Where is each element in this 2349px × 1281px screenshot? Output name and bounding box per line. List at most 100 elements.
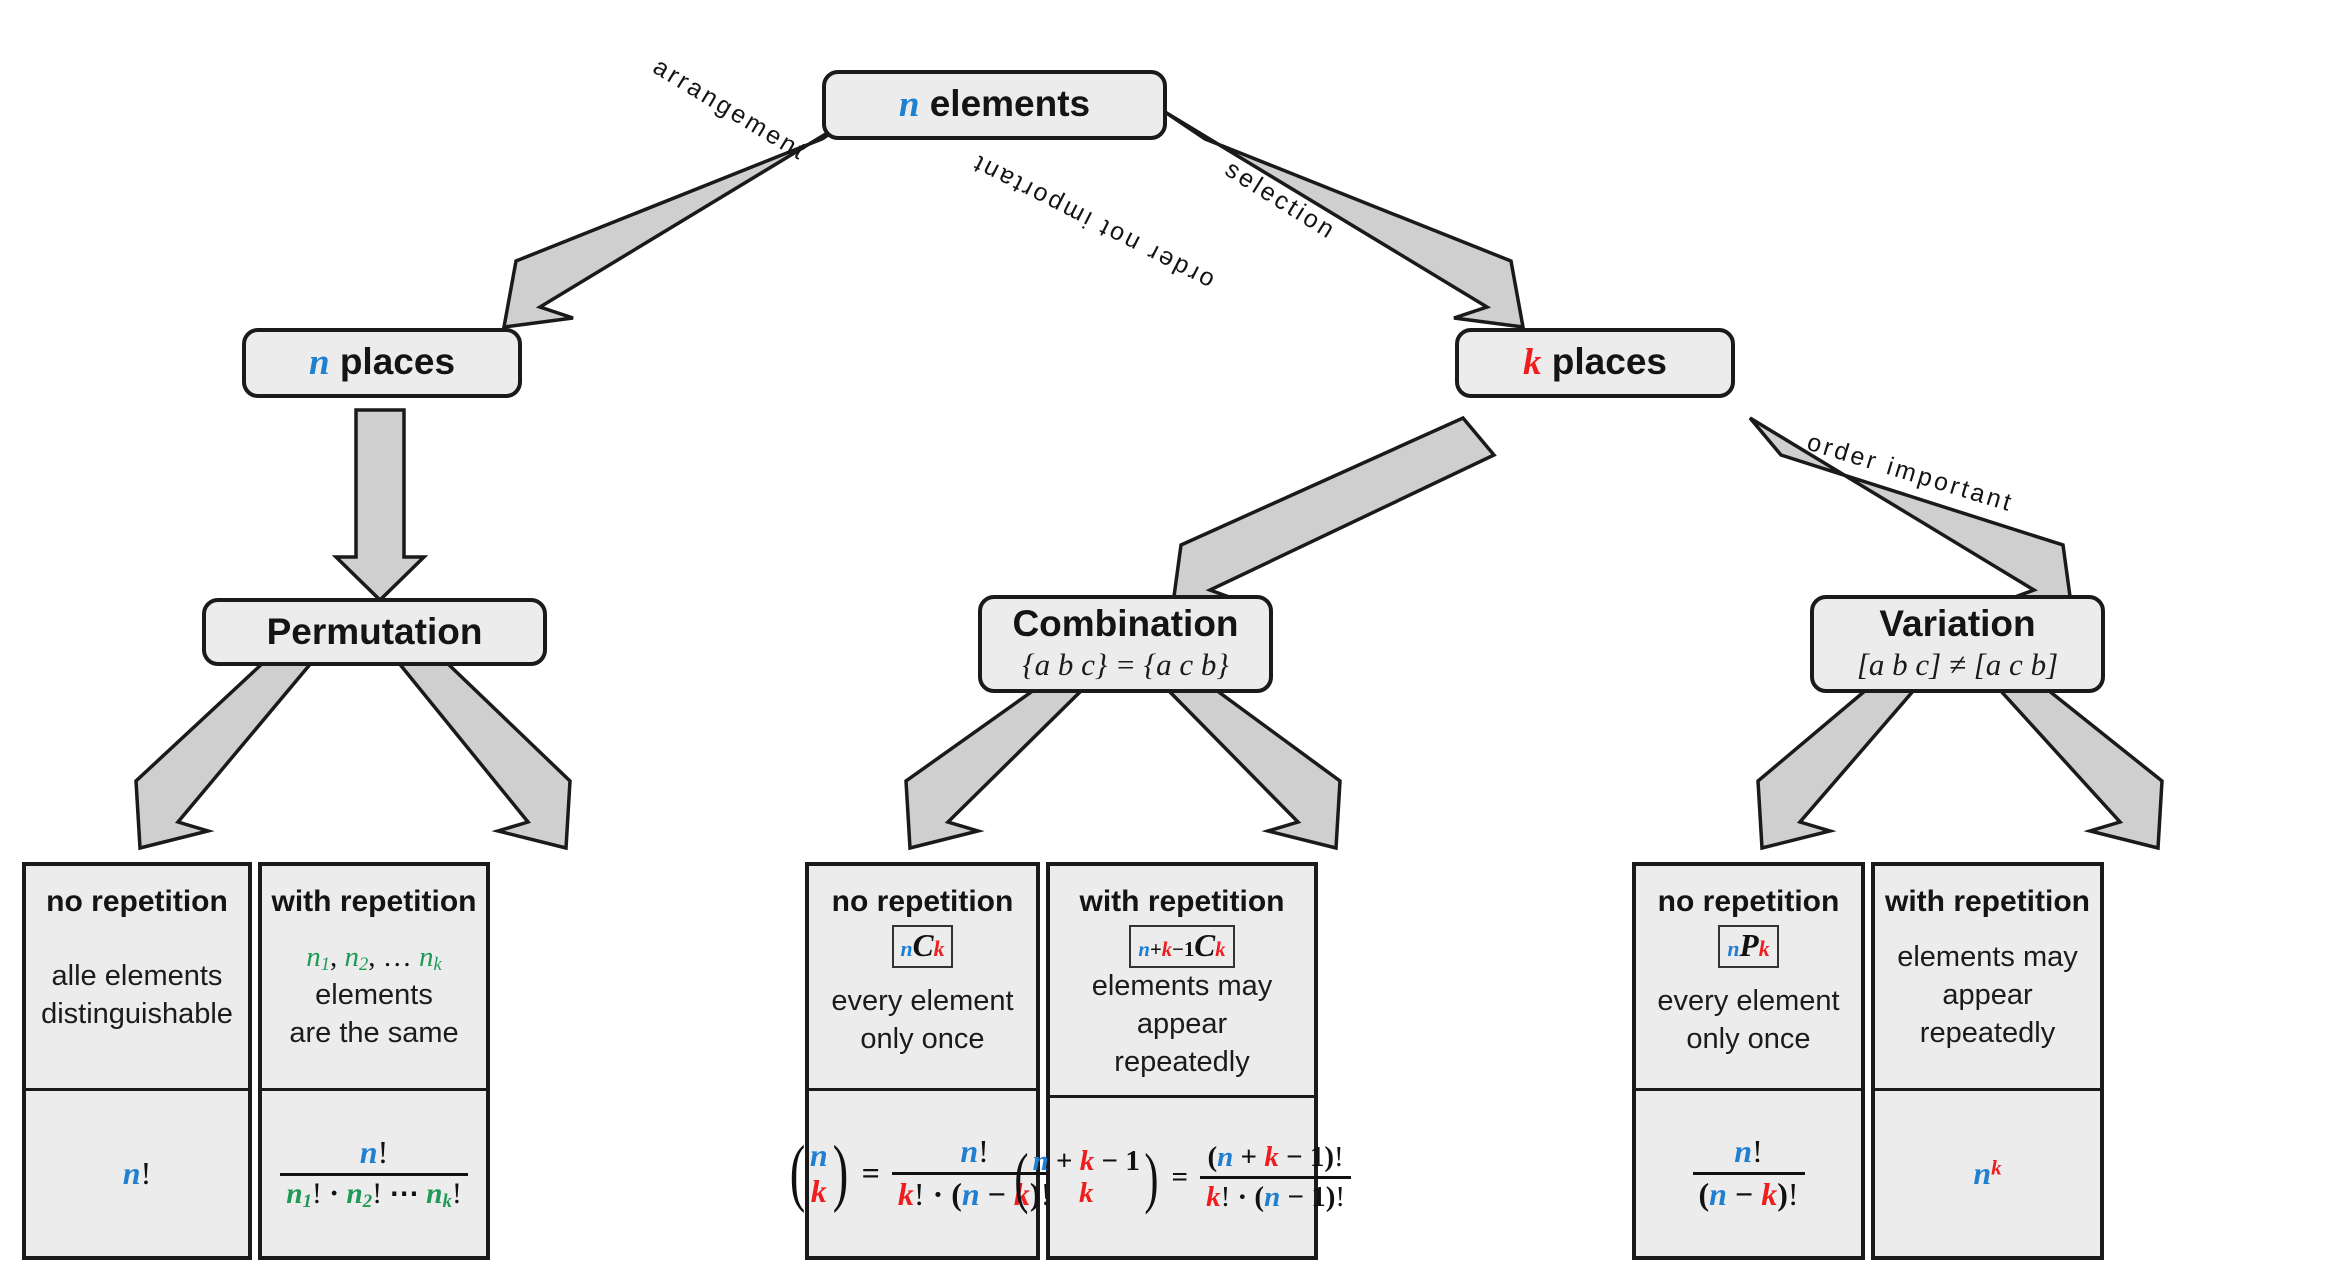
notation-npkm1Ck: n+k−1Ck <box>1129 925 1235 969</box>
card-variation-no-repetition[interactable]: no repetition nPk every element only onc… <box>1632 862 1865 1260</box>
desc-line-1: n1, n2, … nk elements <box>306 941 442 1012</box>
desc-line-2: repeatedly <box>1919 1016 2056 1049</box>
node-n-places[interactable]: n places <box>242 328 522 398</box>
card-top: with repetition n+k−1Ck elements may app… <box>1050 866 1314 1099</box>
numerator: n! <box>1734 1133 1763 1170</box>
fraction: (n + k − 1)! k! · (n − 1)! <box>1200 1141 1352 1213</box>
notation-sub-k: k <box>1758 937 1770 961</box>
notation-sub-k: k <box>1215 939 1226 961</box>
card-combination-no-repetition[interactable]: no repetition nCk every element only onc… <box>790 862 1058 1260</box>
arrow-variation-left <box>1756 688 1918 851</box>
variable-nk: nk <box>419 941 442 976</box>
card-formula: ( n + k − 1 k ) = (n + k − 1)! k! · (n −… <box>1014 1098 1352 1256</box>
desc-line-1: elements may appear <box>1897 941 2078 1012</box>
card-top: no repetition nPk every element only onc… <box>1636 866 1861 1091</box>
variable-n: n <box>308 342 330 384</box>
card-combination-with-repetition[interactable]: with repetition n+k−1Ck elements may app… <box>1014 862 1352 1260</box>
arrow-order-important <box>1748 416 2075 614</box>
paren-right: ) <box>1144 1138 1159 1215</box>
denominator: k! · (n − k)! <box>891 1172 1058 1213</box>
card-formula: ( n k ) = n! k! · (n − k)! <box>790 1091 1058 1256</box>
binom-bottom: k <box>1078 1177 1094 1210</box>
arrow-combination-left <box>904 688 1087 851</box>
edge-label-order-not-important: order not important <box>966 148 1219 296</box>
card-header: no repetition <box>1657 885 1840 918</box>
arrow-variation-right <box>1996 688 2164 851</box>
arrow-permutation-right <box>394 660 572 851</box>
node-permutation[interactable]: Permutation <box>202 598 547 666</box>
notation-sub-n: n <box>900 937 913 961</box>
arrow-permutation-left <box>134 660 316 851</box>
notation-C: C <box>912 928 934 963</box>
edge-label-order-important: order important <box>1803 428 2018 518</box>
node-variation[interactable]: Variation [a b c] ≠ [a c b] <box>1810 595 2105 693</box>
binom-top: n <box>809 1136 828 1173</box>
arrow-selection <box>1164 110 1526 330</box>
binomial-coefficient: ( n + k − 1 k ) <box>1010 1138 1163 1215</box>
node-n-places-text: places <box>339 341 456 383</box>
node-n-places-label: n places <box>308 341 456 384</box>
denominator: n1! · n2! ⋯ nk! <box>280 1172 468 1212</box>
card-top: no repetition nCk every element only onc… <box>809 866 1036 1091</box>
node-permutation-title: Permutation <box>266 610 483 652</box>
binomial-coefficient: ( n k ) <box>785 1131 853 1215</box>
card-header: no repetition <box>46 885 228 918</box>
card-description: alle elements distinguishable <box>31 918 243 1088</box>
fraction: n! n1! · n2! ⋯ nk! <box>280 1134 468 1212</box>
card-formula: nk <box>1875 1091 2100 1256</box>
notation-sub-n: n <box>1727 937 1740 961</box>
node-variation-title: Variation <box>1879 603 2036 645</box>
card-description: every element only once <box>821 968 1023 1088</box>
desc-line-2: only once <box>860 1023 985 1056</box>
factorial-sign: ! <box>140 1155 152 1191</box>
card-header: with repetition <box>1885 885 2090 918</box>
node-k-places-text: places <box>1551 341 1667 383</box>
edge-label-selection: selection <box>1220 155 1342 246</box>
fraction: n! (n − k)! <box>1692 1133 1805 1213</box>
desc-word-elements: elements <box>315 979 433 1012</box>
notation-nCk: nCk <box>891 925 954 969</box>
card-header: with repetition <box>1079 885 1285 918</box>
node-k-places-label: k places <box>1523 341 1667 383</box>
numerator: (n + k − 1)! <box>1207 1141 1344 1174</box>
notation-subscript: n+k−1 <box>1138 939 1195 961</box>
card-description: every element only once <box>1647 968 1849 1088</box>
desc-line-2: only once <box>1686 1023 1811 1056</box>
card-permutation-with-repetition[interactable]: with repetition n1, n2, … nk elements ar… <box>258 862 490 1260</box>
card-formula: n! (n − k)! <box>1636 1091 1861 1256</box>
card-formula: n! n1! · n2! ⋯ nk! <box>262 1091 486 1256</box>
desc-line-2: repeatedly <box>1114 1045 1250 1078</box>
node-combination-subtitle: {a b c} = {a c b} <box>1022 646 1229 682</box>
desc-line-1: elements may appear <box>1091 970 1273 1040</box>
node-k-places[interactable]: k places <box>1455 328 1735 398</box>
numerator: n! <box>960 1133 989 1170</box>
card-description: elements may appear repeatedly <box>1875 918 2100 1088</box>
binom-top: n + k − 1 <box>1032 1144 1140 1177</box>
node-n-elements[interactable]: n elements <box>822 70 1167 140</box>
notation-sub-k: k <box>933 937 945 961</box>
arrow-n-places-to-permutation <box>331 408 429 603</box>
variable-n: n <box>1973 1155 1992 1191</box>
card-header: no repetition <box>831 885 1014 918</box>
card-description: n1, n2, … nk elements are the same <box>262 918 486 1088</box>
node-variation-subtitle: [a b c] ≠ [a c b] <box>1856 646 2059 682</box>
notation-C: C <box>1194 928 1216 963</box>
card-variation-with-repetition[interactable]: with repetition elements may appear repe… <box>1871 862 2104 1260</box>
node-n-elements-text: elements <box>929 83 1091 125</box>
variable-n2: n2 <box>344 941 369 976</box>
binom-stack: n + k − 1 k <box>1033 1145 1140 1210</box>
variable-n1: n1 <box>306 941 330 976</box>
card-permutation-no-repetition[interactable]: no repetition alle elements distinguisha… <box>22 862 252 1260</box>
paren-left: ( <box>789 1131 806 1215</box>
denominator: (n − k)! <box>1692 1172 1805 1213</box>
card-top: with repetition n1, n2, … nk elements ar… <box>262 866 486 1091</box>
notation-nPk: nPk <box>1718 925 1779 969</box>
binom-bottom: k <box>810 1172 827 1209</box>
desc-line-1: alle elements <box>51 960 223 993</box>
denominator: k! · (n − 1)! <box>1200 1175 1352 1213</box>
edge-label-arrangement: arrangement <box>648 52 813 167</box>
paren-right: ) <box>832 1131 848 1215</box>
card-formula: n! <box>26 1091 248 1256</box>
node-n-elements-label: n elements <box>899 83 1091 125</box>
node-combination[interactable]: Combination {a b c} = {a c b} <box>978 595 1273 693</box>
